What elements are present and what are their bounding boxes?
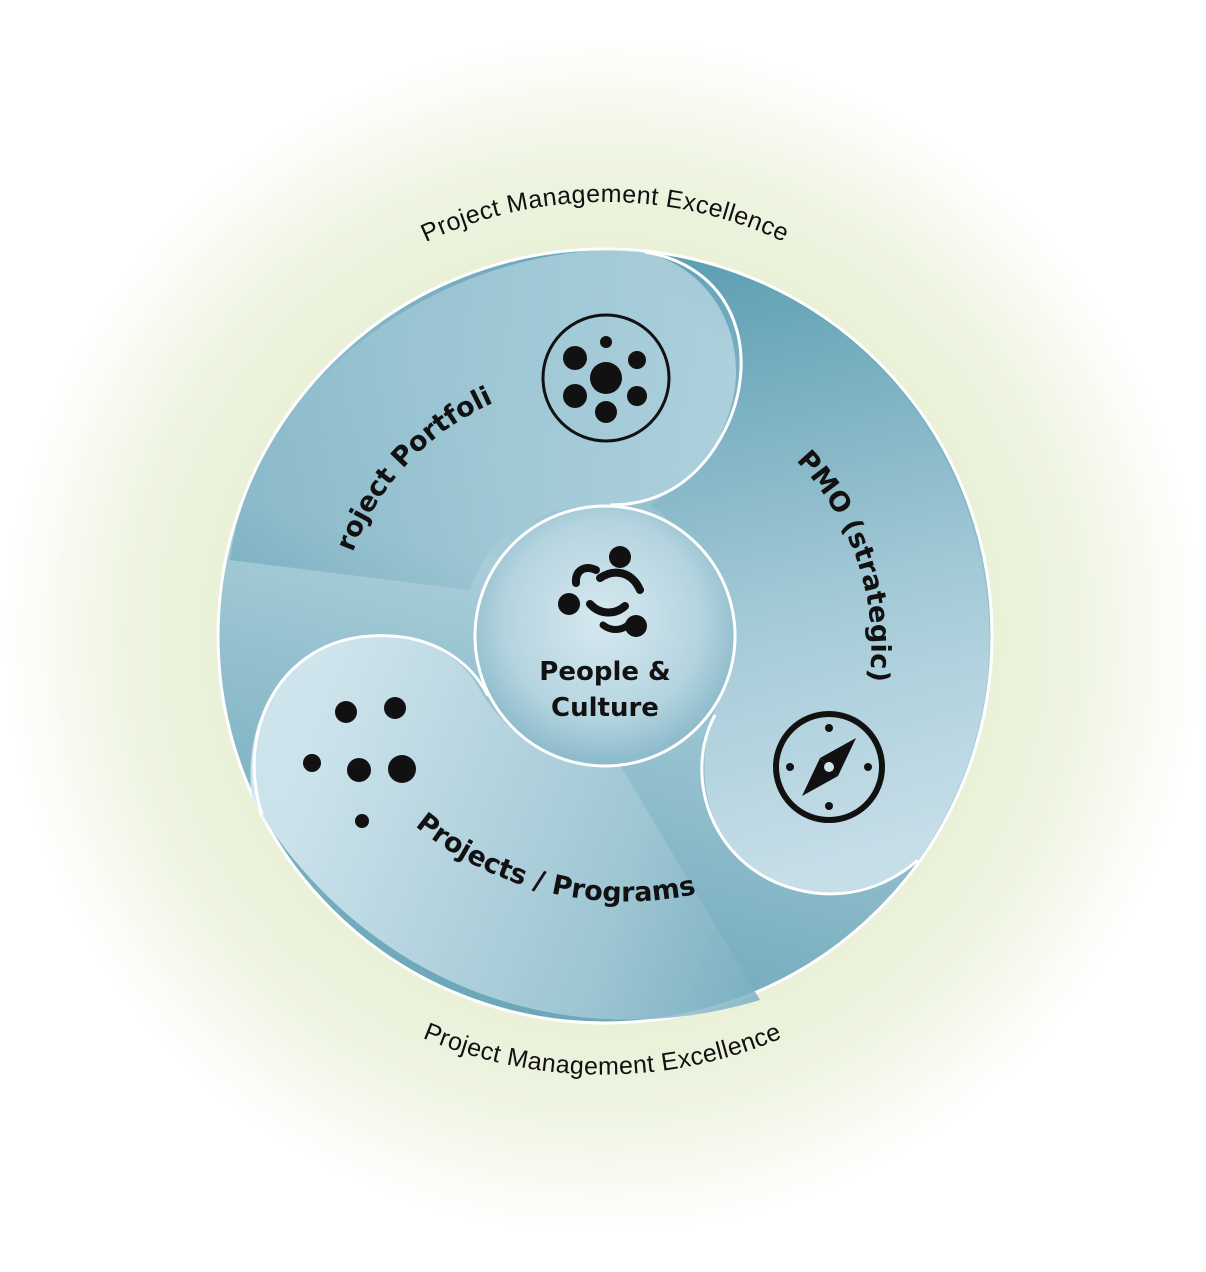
segment-projects-lobe[interactable] [250, 636, 761, 1020]
team-people-icon [558, 546, 647, 637]
compass-icon [773, 711, 885, 823]
center-label-line2: Culture [551, 693, 659, 723]
segment-pmo[interactable] [640, 252, 990, 893]
pmo-lobe-edge [700, 714, 919, 896]
portfolio-lobe-edge [609, 250, 743, 507]
center-circle[interactable] [473, 504, 737, 768]
projects-lobe-edge [252, 634, 490, 816]
portfolio-cluster-icon [541, 313, 671, 443]
center-label-line1: People & [539, 657, 670, 687]
scattered-dots-icon [303, 697, 416, 828]
